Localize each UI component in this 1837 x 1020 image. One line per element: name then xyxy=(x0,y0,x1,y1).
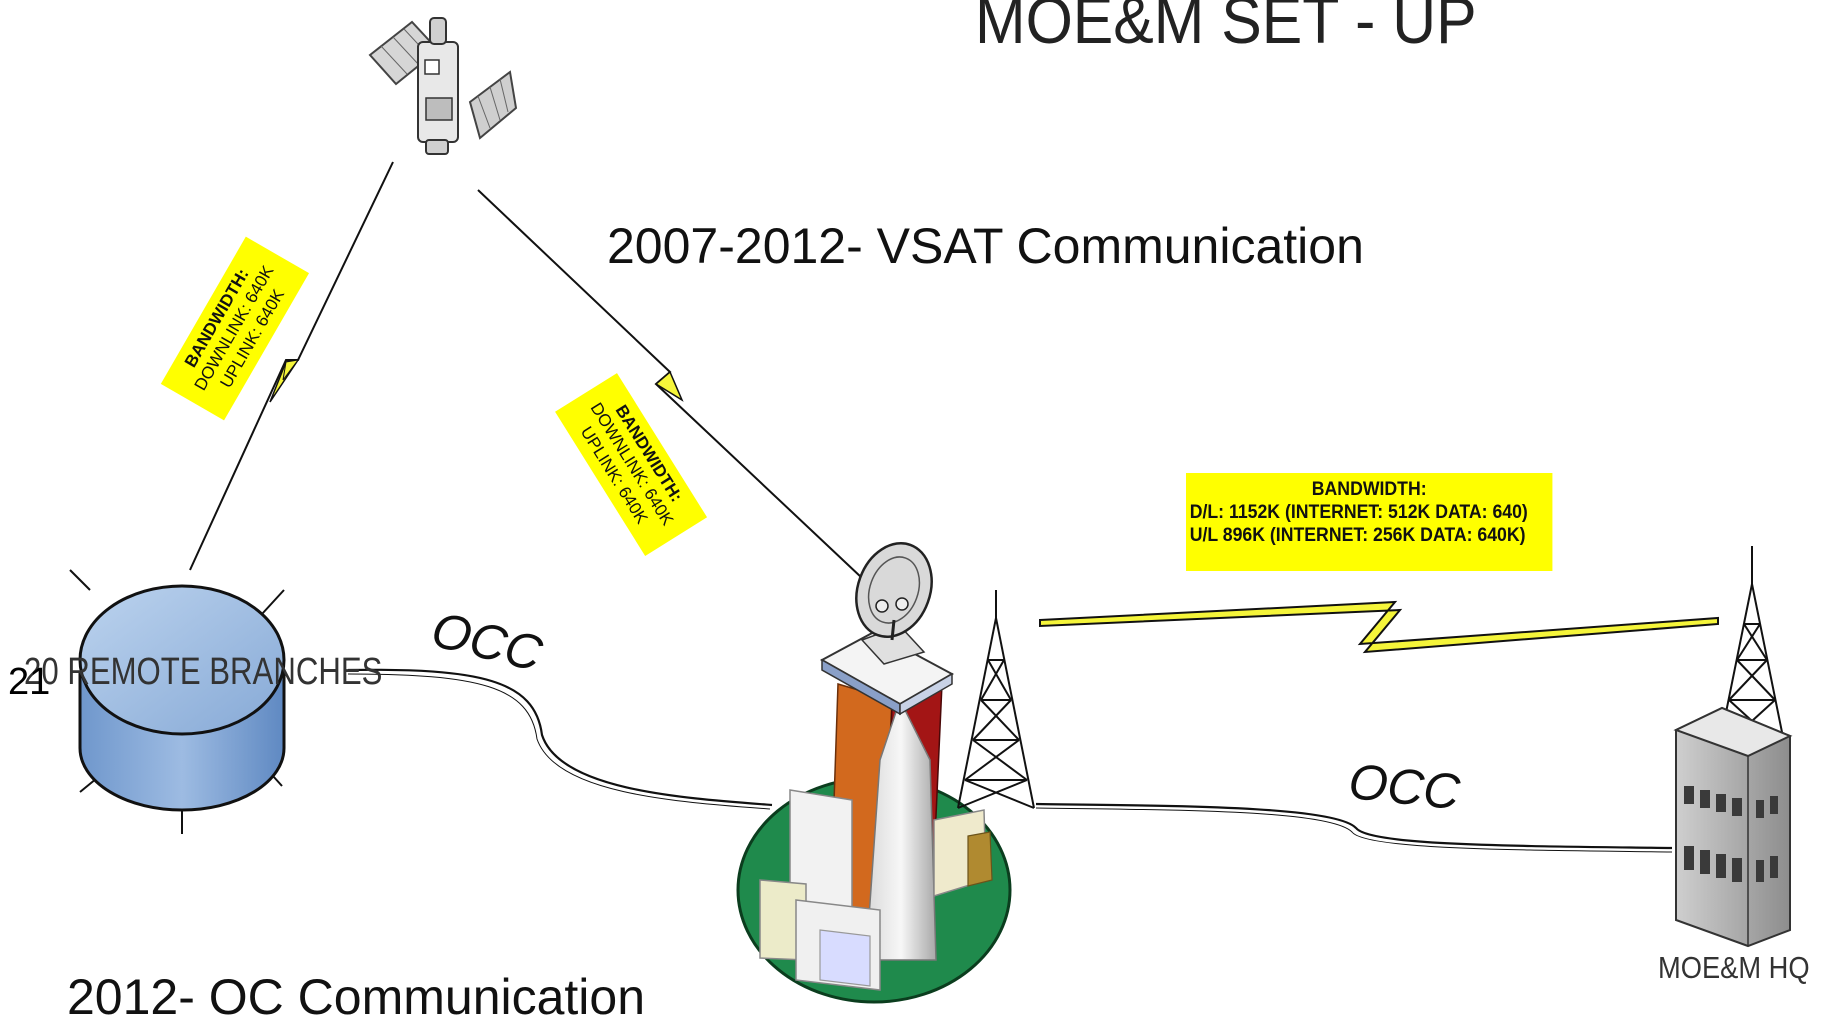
remote-branches-count-overlay: 21 xyxy=(8,661,51,703)
bandwidth-right-uplink: U/L 896K (INTERNET: 256K DATA: 640K) xyxy=(1189,524,1526,546)
bandwidth-right-downlink: D/L: 1152K (INTERNET: 512K DATA: 640) xyxy=(1189,501,1528,523)
satellite-icon xyxy=(368,17,518,155)
bandwidth-box-right: BANDWIDTH: D/L: 1152K (INTERNET: 512K DA… xyxy=(1186,473,1553,571)
hq-label: MOE&M HQ xyxy=(1658,950,1810,985)
remote-branches-label: 20 REMOTE BRANCHES xyxy=(24,651,383,693)
occ-cable-right xyxy=(1035,802,1673,850)
vsat-period-label: 2007-2012- VSAT Communication xyxy=(607,218,1364,274)
satellite-dish-icon xyxy=(855,541,933,641)
database-cylinder-icon xyxy=(69,569,286,834)
oc-period-label: 2012- OC Communication xyxy=(67,969,646,1020)
campus-building-icon xyxy=(736,625,1012,1004)
lightning-link-sat-branches xyxy=(189,161,394,571)
diagram-title: MOE&M SET - UP xyxy=(975,0,1477,57)
hq-building-icon xyxy=(1673,546,1793,948)
occ-label-right: OCC xyxy=(1346,752,1463,821)
radio-tower-icon xyxy=(957,590,1035,809)
lightning-link-campus-hq xyxy=(1039,600,1719,654)
occ-cable-left xyxy=(347,668,773,807)
bandwidth-right-header: BANDWIDTH: xyxy=(1311,479,1427,500)
